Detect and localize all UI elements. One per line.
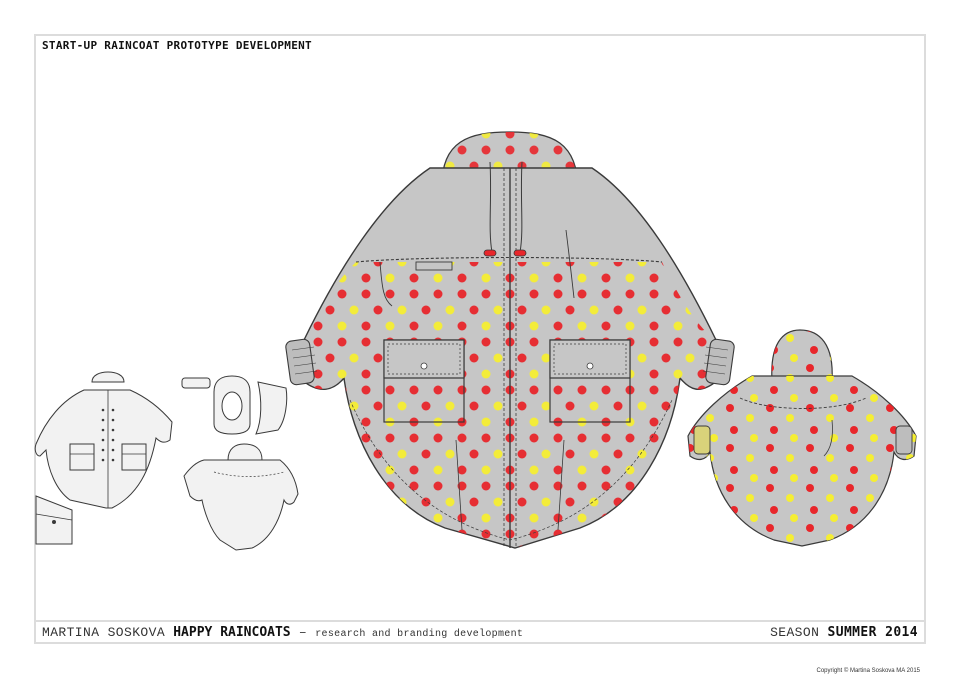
raincoat-front-illustration — [285, 131, 735, 549]
page-frame — [34, 34, 926, 644]
footer-separator: – — [298, 625, 308, 640]
copyright-notice: Copyright © Martina Soskova MA 2015 — [816, 668, 920, 674]
raincoat-back-illustration — [687, 329, 917, 547]
technical-flat-front — [34, 371, 173, 509]
season-label-block: SEASON SUMMER 2014 — [770, 625, 918, 640]
footer-subtitle: research and branding development — [315, 629, 524, 640]
footer-divider — [36, 620, 924, 622]
season-value: SUMMER 2014 — [827, 625, 918, 640]
technical-flat-back — [183, 443, 299, 551]
season-label: SEASON — [770, 625, 820, 640]
technical-flat-pocket — [35, 495, 73, 545]
footer-credits: MARTINA SOSKOVA HAPPY RAINCOATS – resear… — [42, 625, 523, 640]
page-title: START-UP RAINCOAT PROTOTYPE DEVELOPMENT — [42, 39, 312, 52]
technical-flat-collar-pieces — [181, 375, 288, 435]
collection-name: HAPPY RAINCOATS — [173, 625, 291, 640]
designer-name: MARTINA SOSKOVA — [42, 625, 166, 640]
left-pocket — [383, 339, 465, 423]
right-pocket — [549, 339, 631, 423]
